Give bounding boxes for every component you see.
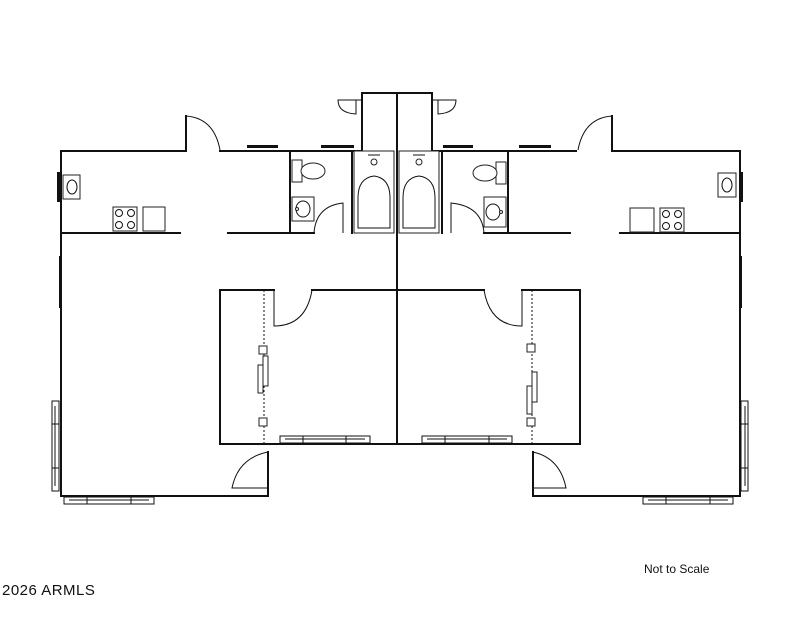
window-right-top-2 [519, 145, 551, 148]
kitchen-sink-left [62, 174, 81, 200]
window-left-bedroom [279, 435, 371, 444]
living-door-right [532, 451, 567, 489]
kitchen-sink-right [717, 172, 737, 198]
window-right-wall-1 [739, 172, 743, 202]
bedroom-door-left [273, 289, 313, 327]
bedroom-door-right [483, 289, 523, 327]
stove-right [659, 207, 685, 233]
living-door-left [231, 451, 269, 489]
window-right-bedroom [421, 435, 513, 444]
window-left-bottom [63, 496, 155, 505]
copyright-notice: 2026 ARMLS [2, 582, 96, 599]
window-right-top-1 [443, 145, 473, 148]
fridge-right [629, 207, 655, 233]
window-left-top-2 [321, 145, 354, 148]
entry-vestibule [337, 92, 457, 119]
bath-sink-left [291, 196, 315, 222]
right-unit [396, 115, 749, 505]
left-unit [51, 115, 398, 505]
window-left-top-1 [247, 145, 278, 148]
window-right-bottom [642, 496, 734, 505]
window-right-wall-3 [740, 400, 749, 492]
stove-left [112, 206, 138, 232]
window-left-wall-3 [51, 400, 60, 492]
window-left-wall-1 [57, 172, 61, 202]
bath-door-left [313, 202, 344, 234]
window-right-wall-2 [739, 256, 742, 308]
scale-note: Not to Scale [644, 562, 710, 576]
bath-door-right [450, 202, 485, 234]
fridge-left [142, 206, 166, 232]
entry-door-left [185, 115, 221, 151]
entry-door-right [577, 115, 613, 151]
window-left-wall-2 [59, 256, 62, 308]
